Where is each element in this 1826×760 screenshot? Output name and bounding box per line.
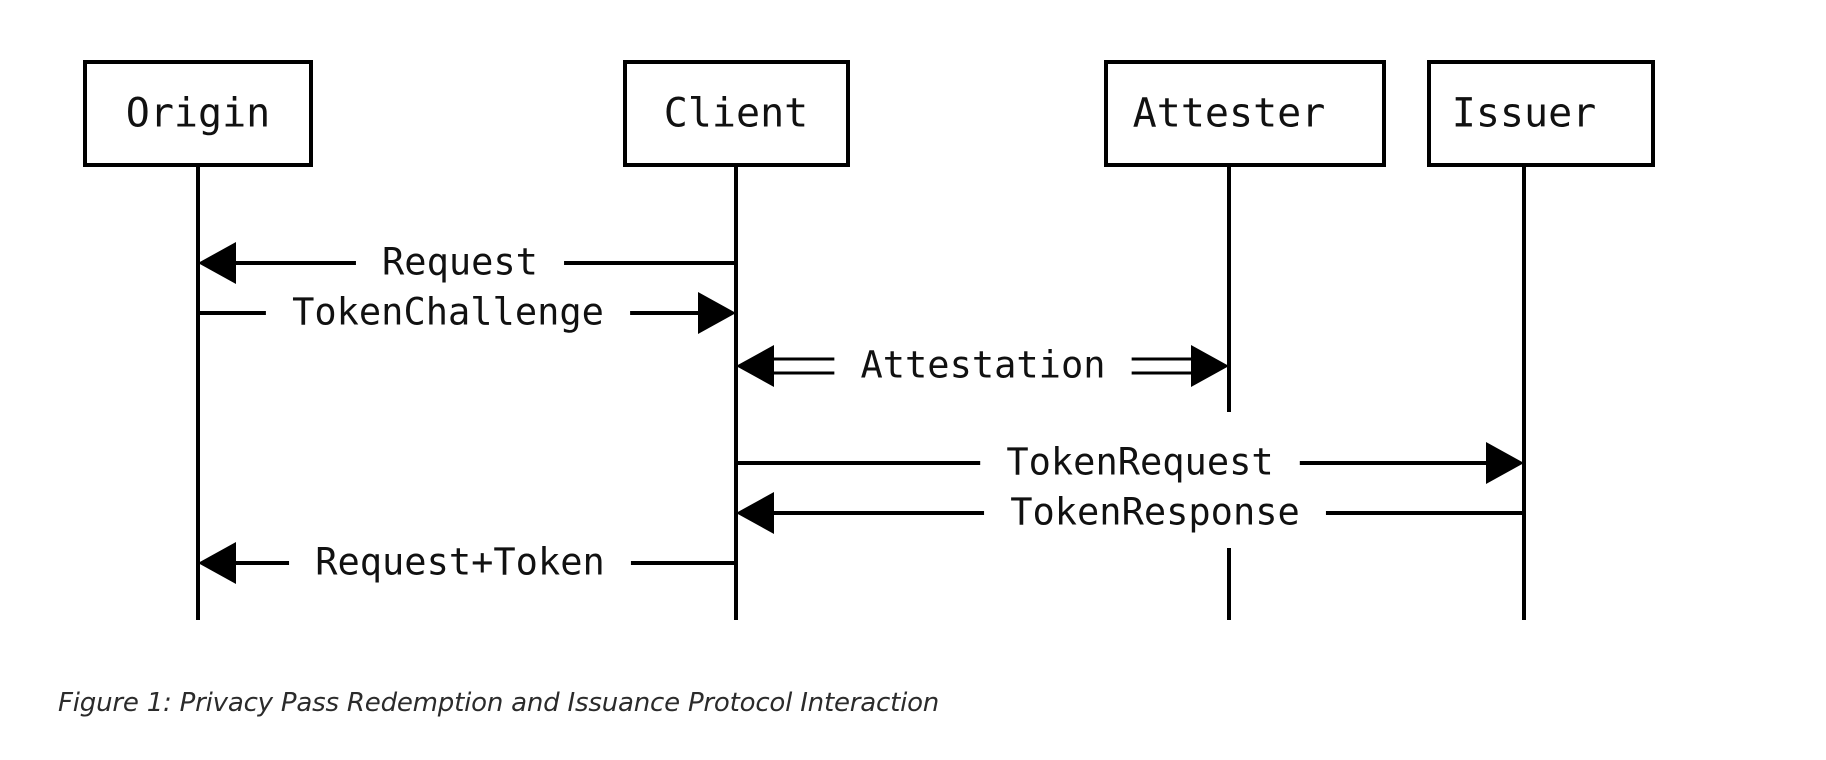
participant-client[interactable]: Client: [623, 60, 850, 620]
participant-label-origin: Origin: [126, 91, 271, 137]
message-label-token-response: TokenResponse: [1010, 491, 1300, 534]
sequence-diagram: Origin Client Attester Issuer RequestTokenC…: [83, 60, 1655, 620]
message-label-request: Request: [382, 241, 538, 284]
message-labels-layer: RequestTokenChallengeAttestationTokenReq…: [292, 241, 1300, 584]
message-label-request-token: Request+Token: [315, 541, 605, 584]
message-label-attestation: Attestation: [860, 344, 1105, 387]
participant-origin[interactable]: Origin: [83, 60, 313, 620]
arrowhead-request: [198, 242, 236, 284]
participant-box-origin[interactable]: [83, 60, 313, 167]
participant-box-attester[interactable]: [1104, 60, 1386, 167]
participant-issuer[interactable]: Issuer: [1427, 60, 1655, 620]
arrowhead-token-response: [736, 492, 774, 534]
message-label-token-challenge: TokenChallenge: [292, 291, 604, 334]
messages-layer: [198, 242, 1524, 584]
participant-label-client: Client: [664, 91, 809, 137]
message-token-request[interactable]: [736, 442, 1524, 484]
arrowhead-left-attestation: [736, 345, 774, 387]
participant-box-issuer[interactable]: [1427, 60, 1655, 167]
figure-caption: Figure 1: Privacy Pass Redemption and Is…: [58, 688, 940, 718]
message-label-token-request: TokenRequest: [1006, 441, 1273, 484]
message-token-response[interactable]: [736, 492, 1524, 534]
arrowhead-request-token: [198, 542, 236, 584]
message-request[interactable]: [198, 242, 736, 284]
arrowhead-token-challenge: [698, 292, 736, 334]
message-attestation[interactable]: [736, 345, 1229, 387]
participant-attester[interactable]: Attester: [1104, 60, 1386, 620]
participant-label-attester: Attester: [1133, 91, 1326, 137]
arrowhead-right-attestation: [1191, 345, 1229, 387]
participant-box-client[interactable]: [623, 60, 850, 167]
message-request-token[interactable]: [198, 542, 736, 584]
arrowhead-token-request: [1486, 442, 1524, 484]
participants-layer: Origin Client Attester Issuer: [83, 60, 1655, 620]
participant-label-issuer: Issuer: [1452, 91, 1597, 137]
message-token-challenge[interactable]: [198, 292, 736, 334]
